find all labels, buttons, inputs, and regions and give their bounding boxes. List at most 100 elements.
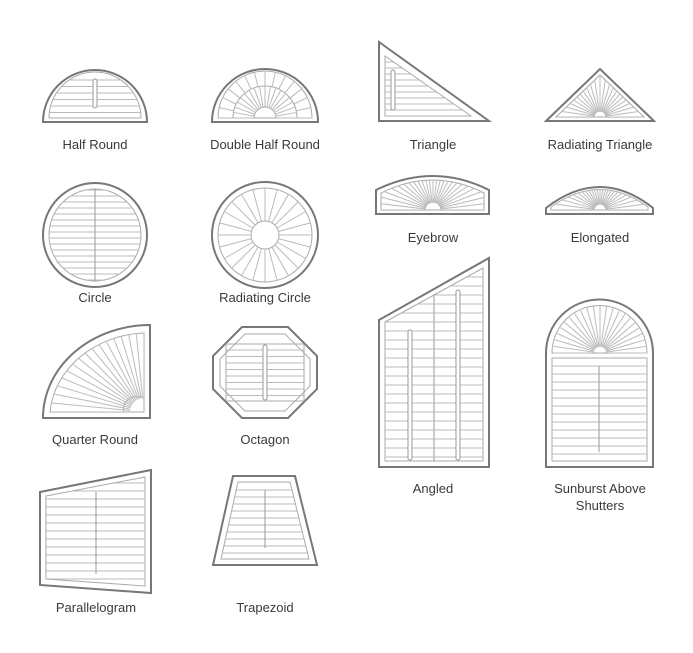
ray (271, 194, 289, 224)
ray (605, 201, 648, 210)
label-double-half-round: Double Half Round (210, 137, 320, 152)
inner-frame (219, 333, 311, 412)
shutter-frame (551, 357, 648, 462)
ray (254, 72, 259, 87)
ray (424, 180, 433, 203)
ray (219, 238, 252, 248)
ray (605, 99, 644, 116)
ray (381, 192, 426, 209)
ray (252, 248, 262, 281)
ray (591, 189, 600, 205)
ray (224, 241, 254, 259)
ray (234, 106, 255, 115)
ray (224, 211, 254, 229)
label-radiating-triangle: Radiating Triangle (547, 137, 653, 152)
hub (253, 106, 277, 119)
ray (258, 86, 264, 108)
tilt-rod (390, 69, 396, 111)
ray (271, 93, 286, 110)
ray (551, 193, 595, 209)
inner-frame (48, 71, 142, 119)
ray (440, 192, 484, 209)
ray (289, 88, 303, 99)
ray (439, 180, 484, 207)
ray (603, 189, 637, 206)
ray (590, 75, 600, 112)
label-octagon: Octagon (240, 432, 290, 447)
ray (564, 321, 596, 349)
octagon-shape (212, 326, 318, 419)
ray (237, 101, 256, 113)
ray (268, 189, 278, 222)
inner-frame (554, 74, 646, 118)
frame (378, 40, 493, 122)
trapezoid-shape (211, 475, 319, 566)
ray (231, 244, 256, 269)
label-parallelogram: Parallelogram (55, 600, 137, 615)
ray (407, 180, 431, 203)
ray (551, 201, 595, 210)
ray (241, 246, 259, 276)
ray (592, 306, 600, 347)
label-quarter-round: Quarter Round (52, 432, 138, 447)
ray (271, 72, 276, 87)
quarter-round-shape (41, 323, 151, 419)
ray (276, 211, 306, 229)
ray (600, 75, 610, 112)
inner-frame (217, 70, 313, 119)
ray (101, 333, 140, 400)
ray (602, 189, 631, 206)
ray (381, 184, 426, 208)
ray (381, 180, 428, 206)
ray (293, 97, 308, 105)
label-half-round: Half Round (62, 137, 128, 152)
ray (435, 180, 459, 203)
ray (284, 80, 295, 94)
ray (574, 313, 597, 348)
ray (235, 80, 246, 94)
inner-frame (380, 179, 485, 211)
ray (275, 111, 297, 117)
ray (437, 180, 474, 204)
eyebrow-shape (375, 175, 490, 215)
ray (271, 246, 289, 276)
ray (248, 90, 260, 109)
label-trapezoid: Trapezoid (236, 600, 294, 615)
elongated-shape (545, 186, 654, 215)
double-half-round-shape (210, 68, 320, 123)
ray (241, 194, 259, 224)
ray (568, 317, 596, 349)
ray (268, 248, 278, 281)
ray (583, 189, 599, 205)
ray (111, 333, 141, 399)
ray (381, 180, 427, 206)
rays (218, 71, 312, 119)
ray (400, 180, 430, 204)
circle-shape (42, 182, 148, 288)
ray (557, 189, 597, 207)
ray (606, 333, 643, 351)
ray (392, 180, 429, 204)
ray (433, 180, 442, 203)
ray (132, 333, 144, 399)
ray (219, 107, 234, 112)
ray (231, 201, 256, 226)
label-elongated: Elongated (570, 230, 630, 245)
ray (240, 97, 257, 112)
ray (569, 189, 598, 206)
half-round-shape (41, 69, 149, 123)
ray (576, 189, 599, 205)
ray (600, 306, 608, 347)
ray (604, 317, 632, 349)
ray (553, 345, 594, 353)
ray (91, 333, 138, 400)
ray (122, 333, 142, 399)
triangle-shape (378, 40, 493, 122)
ray (276, 241, 306, 259)
hub (424, 201, 442, 211)
ray (381, 201, 426, 210)
tilt-rod (262, 344, 268, 401)
ray (606, 345, 647, 353)
